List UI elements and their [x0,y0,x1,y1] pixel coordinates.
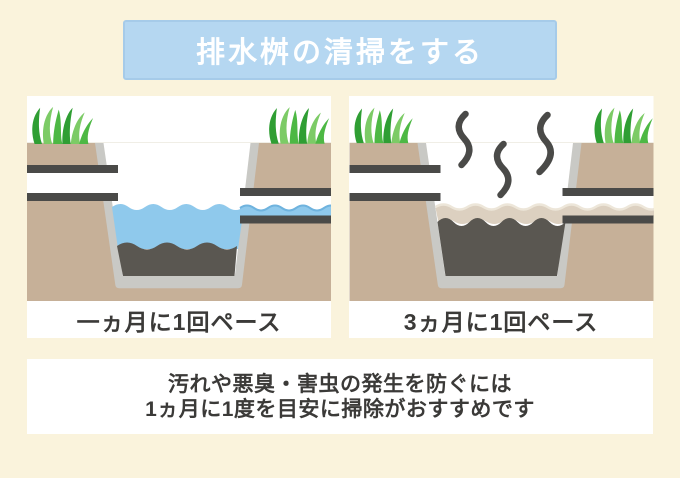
dirty-drain-pit-illustration [349,96,654,301]
odor-squiggle-icon [493,140,512,199]
sludge [437,218,566,276]
inlet-pipe-wall [27,193,118,201]
inlet-pipe-channel [27,173,118,193]
odor-squiggle-icon [455,110,473,169]
outlet-pipe-wall [240,215,331,224]
infographic-page: 排水桝の清掃をする [0,20,680,478]
clean-drain-pit-illustration [27,96,331,301]
sediment [117,242,237,276]
water-crest-line [239,204,331,212]
panel-caption-clean: 一ヵ月に1回ペース [27,301,331,338]
panel-clean: 一ヵ月に1回ペース [27,96,331,338]
odor-squiggle-icon [536,111,554,176]
scum-layer [435,205,654,224]
outlet-pipe-wall [562,215,654,224]
panel-caption-dirty: 3ヵ月に1回ペース [349,301,653,338]
title-banner: 排水桝の清掃をする [123,20,557,80]
inlet-pipe-channel [349,173,441,193]
outlet-pipe-wall [240,188,331,196]
inlet-pipe-wall [349,165,441,173]
inlet-pipe-wall [27,165,118,173]
water-outflow [240,205,331,217]
water [112,204,244,249]
advice-note-box: 汚れや悪臭・害虫の発生を防ぐには 1ヵ月に1度を目安に掃除がおすすめです [27,359,653,434]
panel-dirty: 3ヵ月に1回ペース [349,96,654,338]
inlet-pipe-wall [349,193,441,201]
page-title: 排水桝の清掃をする [195,37,484,69]
advice-note-line2: 1ヵ月に1度を目安に掃除がおすすめです [145,397,535,421]
panels-row: 一ヵ月に1回ペース [0,96,680,338]
scum-crest-line [434,203,654,211]
outlet-pipe-wall [562,188,654,196]
advice-note-line1: 汚れや悪臭・害虫の発生を防ぐには [168,372,512,396]
